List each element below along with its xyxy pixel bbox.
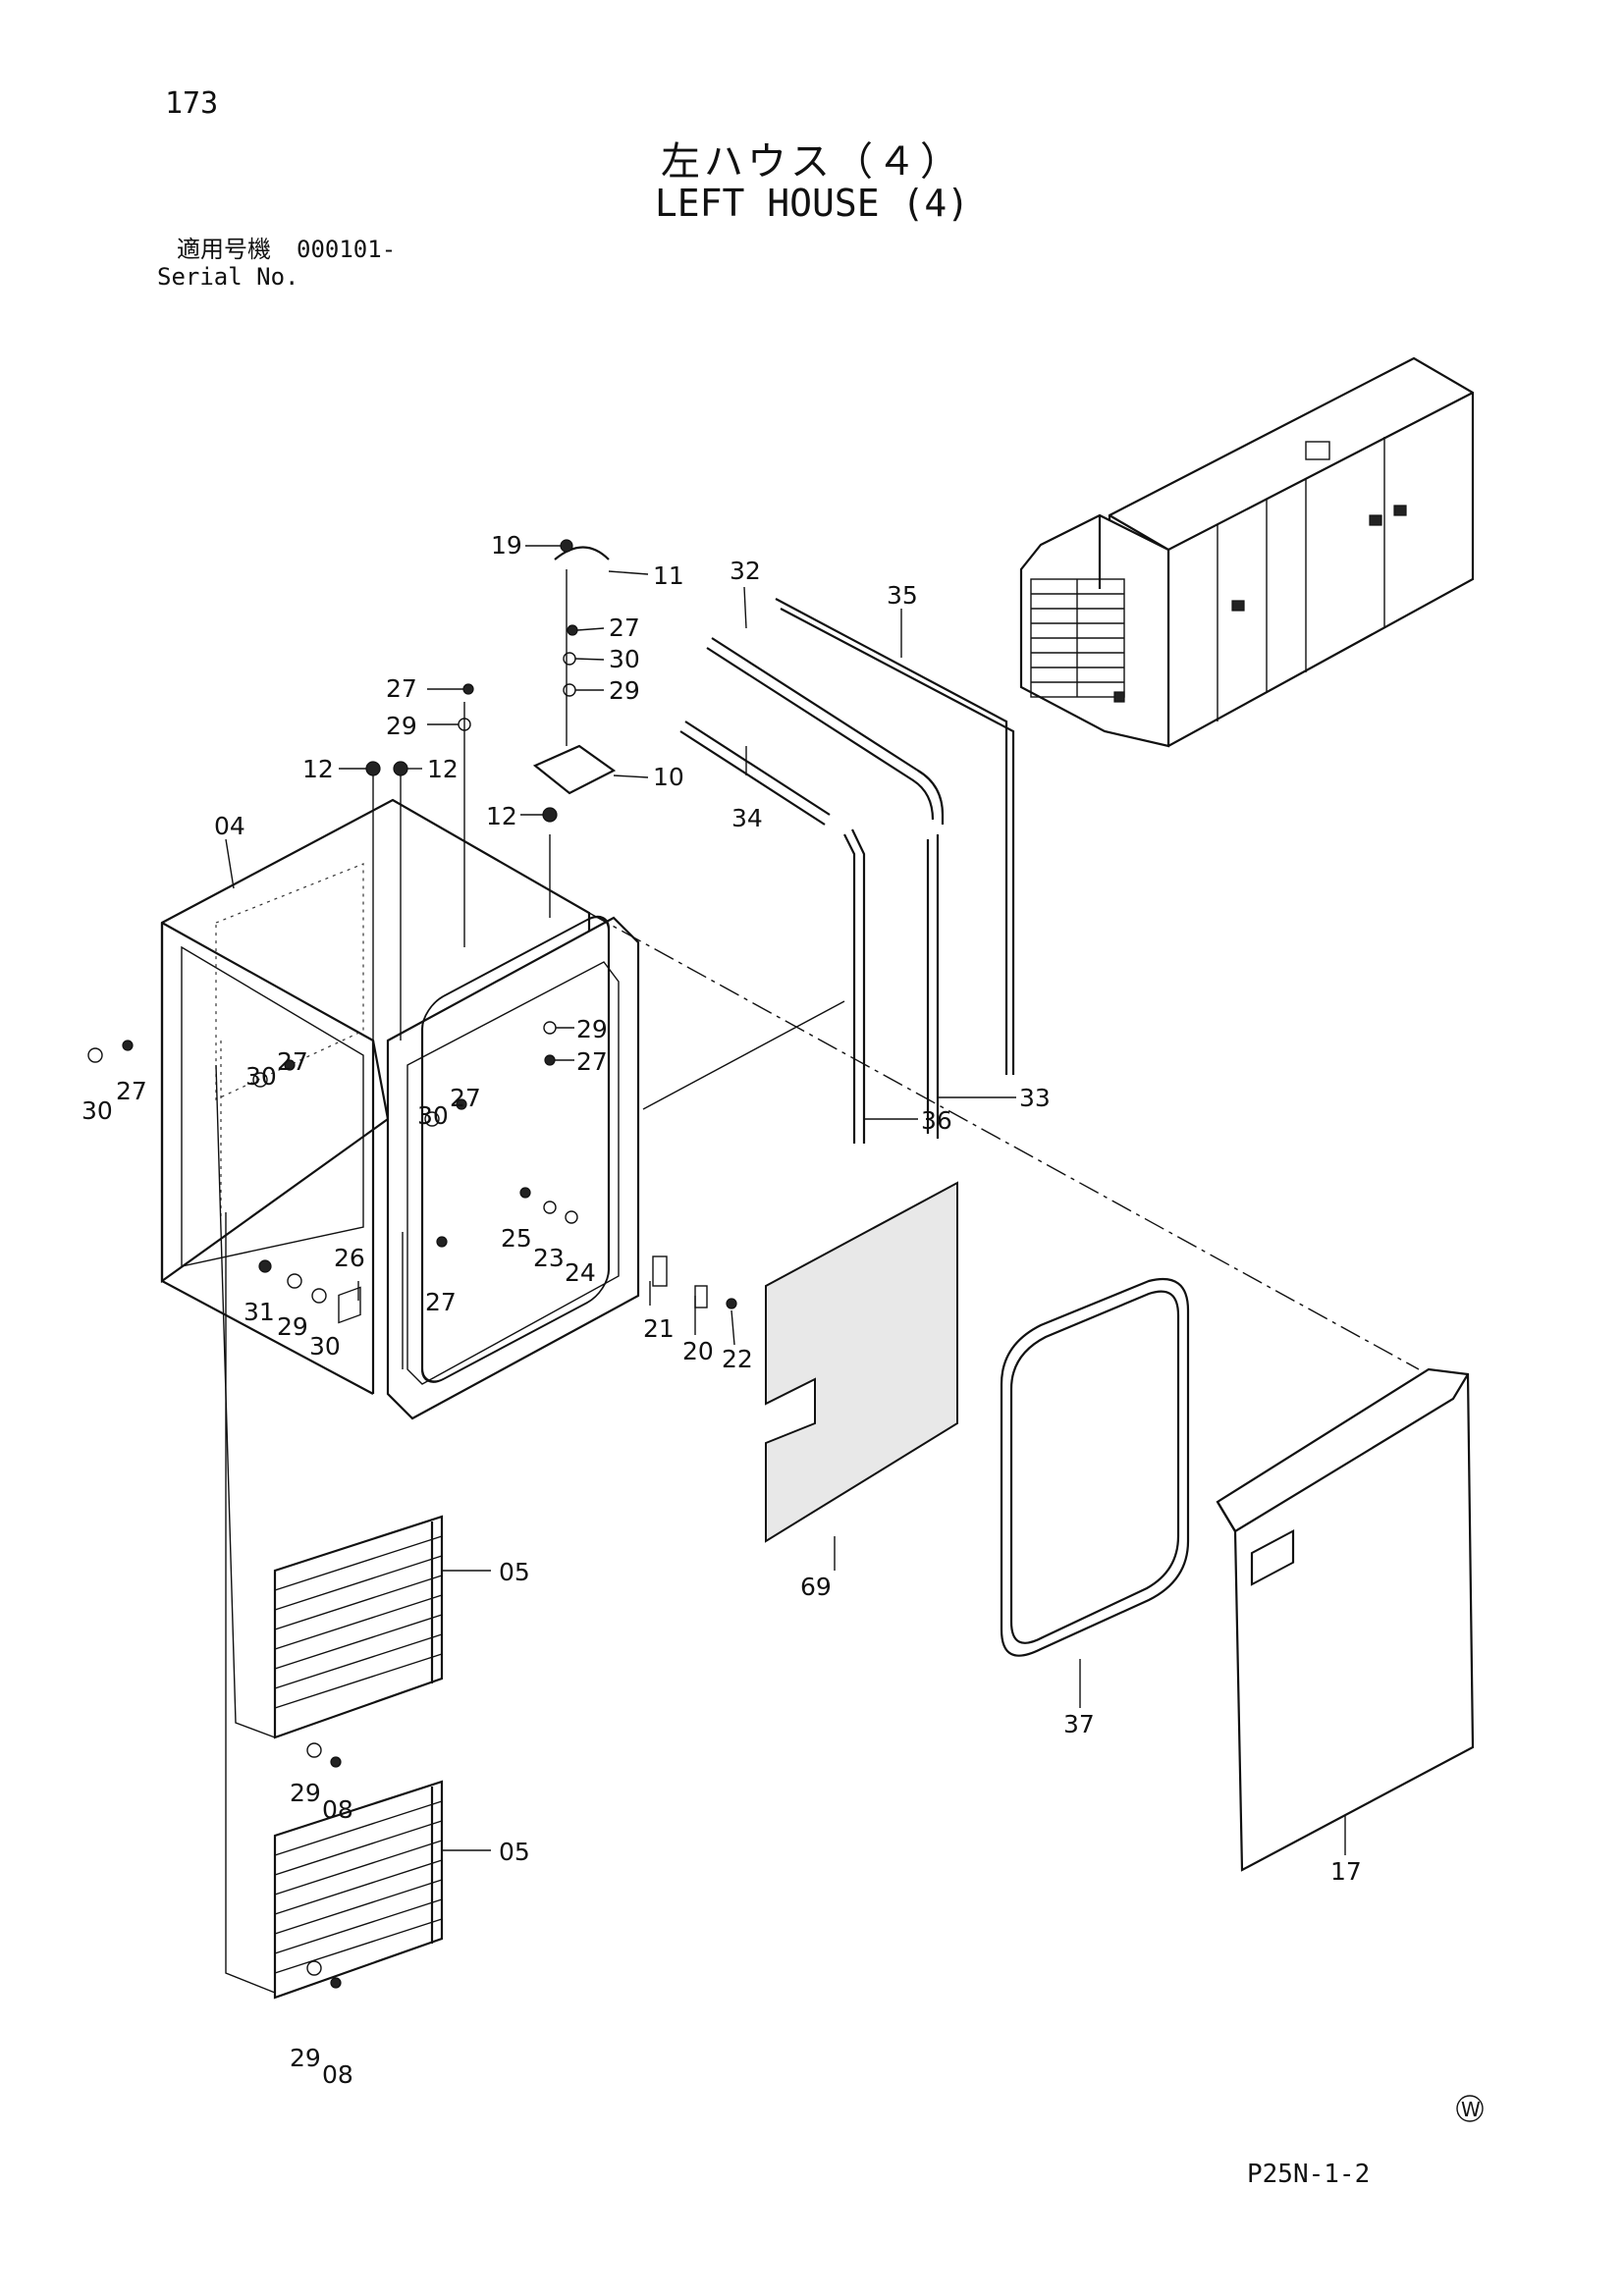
- callout-label: 08: [322, 2060, 353, 2089]
- callout-label: 27: [425, 1288, 457, 1316]
- callout-label: 11: [653, 561, 684, 590]
- callout-label: 12: [427, 755, 459, 783]
- callout-label: 29: [290, 1779, 321, 1807]
- door-gasket: [1000, 1277, 1190, 1657]
- callout-label: 27: [450, 1084, 481, 1112]
- callout-label: 29: [576, 1015, 608, 1043]
- louver-panel-lower: [273, 1780, 444, 2000]
- callout-label: 30: [417, 1101, 449, 1130]
- callout-labels: 19 11 27 30 29 27 29 12 12 10 12 04 32 3…: [81, 531, 1362, 2089]
- house-frame: [160, 798, 591, 1395]
- serial-label: Serial No.: [157, 263, 299, 291]
- callout-label: 05: [499, 1558, 530, 1586]
- callout-label: 27: [386, 674, 417, 703]
- callout-leaders: [225, 545, 1346, 1855]
- louver-panel-upper: [273, 1515, 444, 1739]
- callout-label: 27: [277, 1047, 308, 1076]
- serial-label-japanese: 適用号機: [177, 236, 271, 263]
- callout-label: 27: [116, 1077, 147, 1105]
- serial-value: 000101-: [297, 236, 397, 263]
- callout-label: 08: [322, 1795, 353, 1824]
- callout-label: 04: [214, 812, 245, 840]
- callout-label: 12: [302, 755, 334, 783]
- page-title-japanese: 左ハウス（４）: [661, 139, 963, 185]
- machine-grille: [1030, 578, 1125, 698]
- page-title: LEFT HOUSE (4): [654, 182, 970, 225]
- machine-overview-illustration: [1019, 356, 1475, 748]
- callout-label: 10: [653, 763, 684, 791]
- callout-label: 69: [800, 1573, 832, 1601]
- callout-label: 24: [565, 1258, 596, 1287]
- assembly-guide-lines: [215, 912, 1420, 1994]
- callout-label: 20: [682, 1337, 714, 1365]
- callout-label: 17: [1330, 1857, 1362, 1886]
- callout-label: 30: [609, 645, 640, 673]
- callout-label: 27: [576, 1047, 608, 1076]
- w-mark: W: [1456, 2095, 1484, 2122]
- callout-label: 30: [245, 1062, 277, 1091]
- drawing-code: P25N-1-2: [1247, 2160, 1371, 2189]
- serial-block: 適用号機 000101- Serial No.: [157, 236, 396, 291]
- callout-label: 34: [731, 804, 763, 832]
- door-frame: [386, 915, 640, 1420]
- callout-label: 29: [609, 676, 640, 705]
- callout-label: 29: [386, 712, 417, 740]
- callout-label: 23: [533, 1244, 565, 1272]
- callout-label: 30: [81, 1096, 113, 1125]
- callout-label: 32: [730, 557, 761, 585]
- callout-label: 35: [887, 581, 918, 610]
- page-number: 173: [165, 86, 219, 121]
- callout-label: 31: [244, 1298, 275, 1326]
- fastener-hardware: [87, 539, 737, 1989]
- insulation-panel: [765, 1181, 958, 1543]
- callout-label: 36: [921, 1106, 952, 1135]
- callout-label: 05: [499, 1838, 530, 1866]
- w-mark-letter: W: [1461, 2098, 1481, 2121]
- top-bracket-assembly: [372, 546, 617, 1041]
- callout-label: 29: [290, 2044, 321, 2072]
- house-door: [1216, 1367, 1475, 1872]
- callout-label: 30: [309, 1332, 341, 1361]
- callout-label: 26: [334, 1244, 365, 1272]
- seal-strips: [679, 598, 1015, 1144]
- callout-label: 22: [722, 1345, 753, 1373]
- callout-label: 27: [609, 614, 640, 642]
- callout-label: 37: [1063, 1710, 1095, 1738]
- callout-label: 29: [277, 1312, 308, 1341]
- callout-label: 19: [491, 531, 522, 560]
- callout-label: 12: [486, 802, 517, 830]
- callout-label: 33: [1019, 1084, 1051, 1112]
- callout-label: 25: [501, 1224, 532, 1253]
- callout-label: 21: [643, 1314, 675, 1343]
